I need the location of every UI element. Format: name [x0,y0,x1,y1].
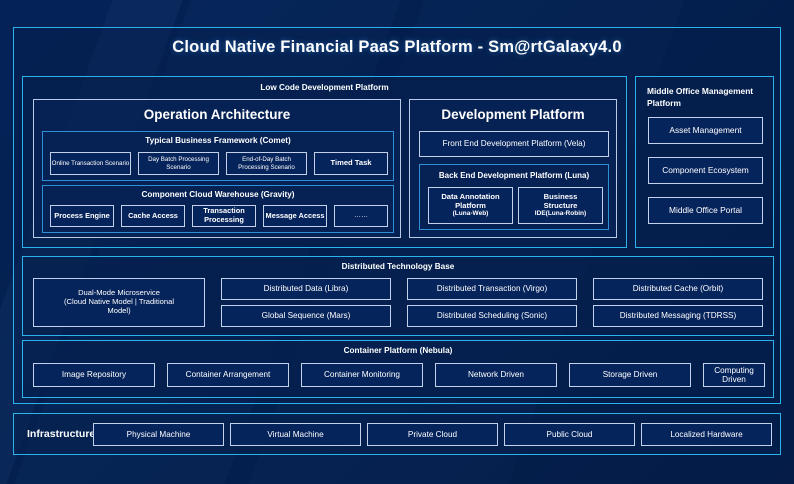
component-chip[interactable]: Transaction Processing [192,205,256,227]
scenario-chip[interactable]: End-of-Day Batch Processing Scenario [226,152,307,175]
container-platform-item[interactable]: Computing Driven [703,363,765,387]
distributed-base-item[interactable]: Distributed Messaging (TDRSS) [593,305,763,327]
low-code-development-platform-panel: Low Code Development Platform Operation … [22,76,627,248]
back-end-tool-line3: IDE(Luna-Robin) [534,210,587,218]
scenario-chip[interactable]: Online Transaction Scenario [50,152,131,175]
container-platform-item[interactable]: Storage Driven [569,363,691,387]
scenario-chip[interactable]: Timed Task [314,152,388,175]
low-code-platform-title: Low Code Development Platform [260,83,389,92]
platform-outer-frame: Cloud Native Financial PaaS Platform - S… [13,27,781,404]
infrastructure-item[interactable]: Localized Hardware [641,423,772,446]
infrastructure-item[interactable]: Physical Machine [93,423,224,446]
infrastructure-item[interactable]: Public Cloud [504,423,635,446]
component-cloud-warehouse-panel: Component Cloud Warehouse (Gravity) Proc… [42,185,394,233]
development-platform-panel: Development Platform Front End Developme… [409,99,617,238]
back-end-tool-line3: (Luna-Web) [452,210,489,218]
back-end-tool-chip[interactable]: Data Annotation Platform (Luna-Web) [428,187,513,224]
distributed-base-item[interactable]: Distributed Data (Libra) [221,278,391,300]
middle-office-item[interactable]: Asset Management [648,117,763,144]
middle-office-item[interactable]: Middle Office Portal [648,197,763,224]
distributed-technology-base-panel: Distributed Technology Base Dual-Mode Mi… [22,256,774,336]
back-end-tool-line1: Business [543,192,578,202]
container-platform-item[interactable]: Container Monitoring [301,363,423,387]
operation-architecture-panel: Operation Architecture Typical Business … [33,99,401,238]
dual-mode-line3: Model) [107,305,131,315]
middle-office-title: Middle Office Management Platform [647,86,754,109]
dual-mode-line1: Dual-Mode Microservice [78,288,160,298]
component-chip[interactable]: Cache Access [121,205,185,227]
container-platform-item[interactable]: Container Arrangement [167,363,289,387]
scenario-chip[interactable]: Day Batch Processing Scenario [138,152,219,175]
component-chip[interactable]: Message Access [263,205,327,227]
infrastructure-panel: Infrastructure Physical Machine Virtual … [13,413,781,455]
distributed-base-item[interactable]: Global Sequence (Mars) [221,305,391,327]
component-chip-more[interactable]: …… [334,205,388,227]
page-title: Cloud Native Financial PaaS Platform - S… [172,38,622,56]
typical-business-framework-title: Typical Business Framework (Comet) [145,136,291,145]
dual-mode-line2: (Cloud Native Model | Traditional [63,297,175,307]
distributed-base-item[interactable]: Distributed Cache (Orbit) [593,278,763,300]
back-end-tool-chip[interactable]: Business Structure IDE(Luna-Robin) [518,187,603,224]
middle-office-management-platform-panel: Middle Office Management Platform Asset … [635,76,774,248]
distributed-base-item[interactable]: Distributed Transaction (Virgo) [407,278,577,300]
infrastructure-item[interactable]: Private Cloud [367,423,498,446]
typical-business-framework-panel: Typical Business Framework (Comet) Onlin… [42,131,394,181]
back-end-tool-line2: Platform [455,200,486,210]
component-chip[interactable]: Process Engine [50,205,114,227]
container-platform-item[interactable]: Image Repository [33,363,155,387]
container-platform-item[interactable]: Network Driven [435,363,557,387]
dual-mode-microservice-chip[interactable]: Dual-Mode Microservice (Cloud Native Mod… [33,278,205,327]
back-end-development-platform-panel: Back End Development Platform (Luna) Dat… [419,164,609,230]
distributed-technology-base-title: Distributed Technology Base [341,262,455,271]
operation-architecture-title: Operation Architecture [143,107,291,122]
infrastructure-item[interactable]: Virtual Machine [230,423,361,446]
back-end-tool-line1: Data Annotation [441,192,500,202]
distributed-base-item[interactable]: Distributed Scheduling (Sonic) [407,305,577,327]
back-end-development-platform-title: Back End Development Platform (Luna) [438,171,590,180]
infrastructure-label: Infrastructure [27,428,96,440]
back-end-tool-line2: Structure [543,200,578,210]
development-platform-title: Development Platform [441,107,585,122]
container-platform-title: Container Platform (Nebula) [343,346,453,355]
front-end-development-platform-chip[interactable]: Front End Development Platform (Vela) [419,131,609,157]
middle-office-item[interactable]: Component Ecosystem [648,157,763,184]
container-platform-panel: Container Platform (Nebula) Image Reposi… [22,340,774,398]
component-cloud-warehouse-title: Component Cloud Warehouse (Gravity) [141,190,295,199]
